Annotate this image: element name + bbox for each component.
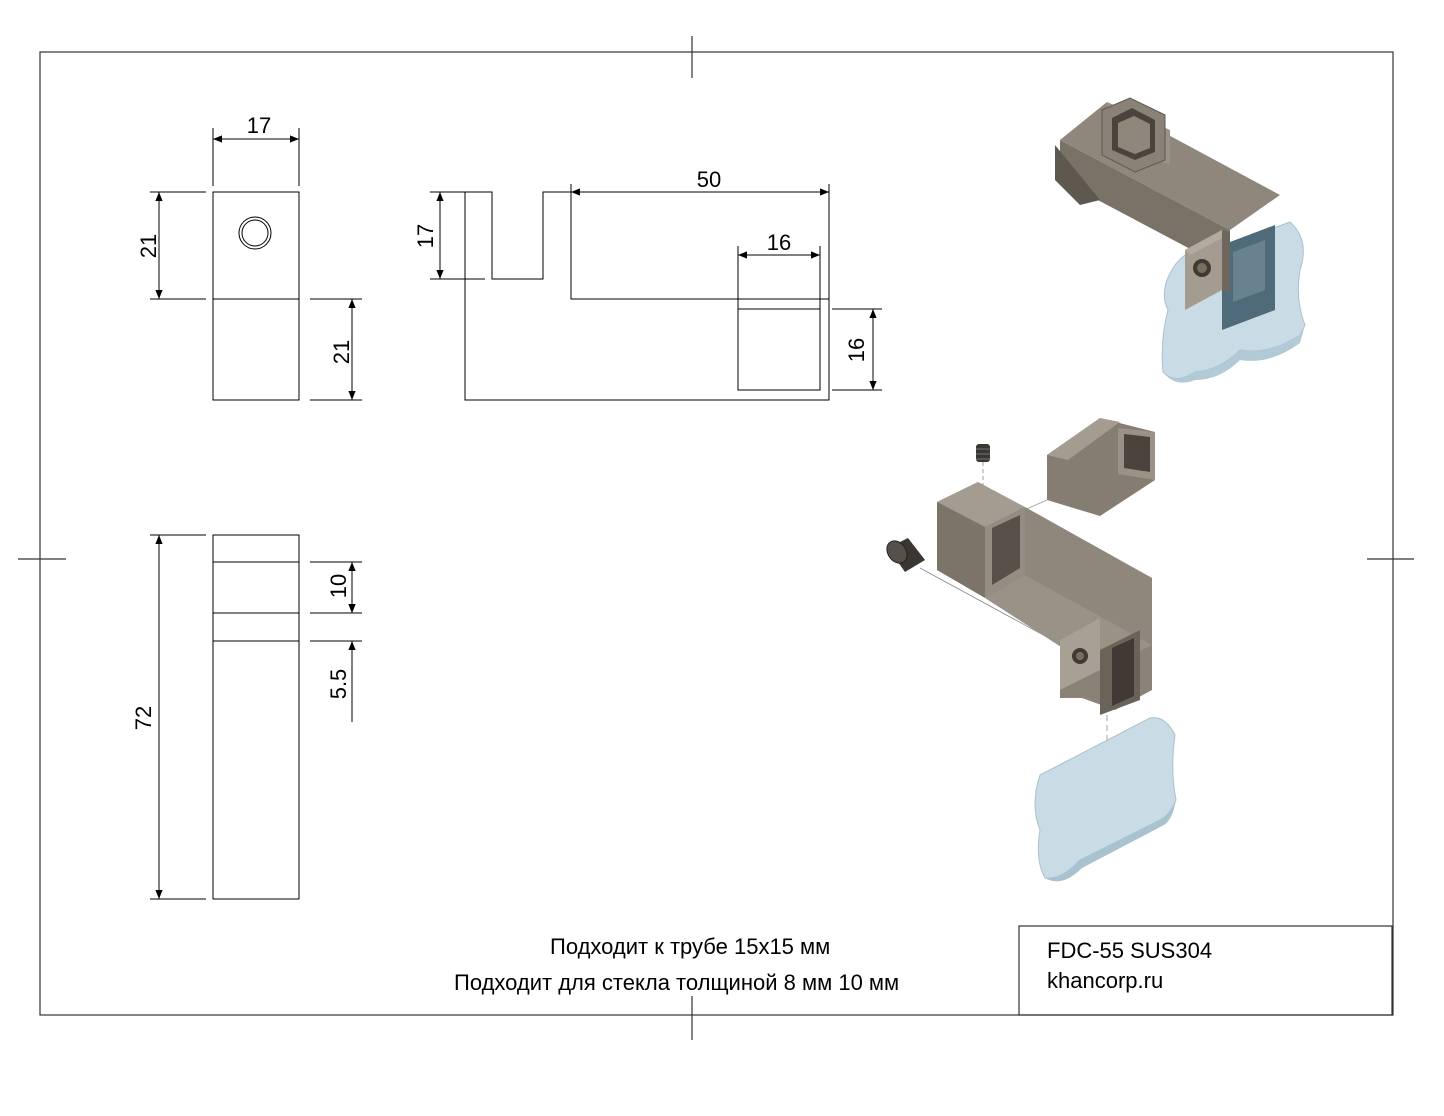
note-glass: Подходит для стекла толщиной 8 мм 10 мм <box>454 970 900 995</box>
assembled-render <box>1055 97 1306 383</box>
note-tube: Подходит к трубе 15х15 мм <box>550 934 831 959</box>
dim-bottom-gap: 5.5 <box>326 669 351 700</box>
site-name: khancorp.ru <box>1047 968 1164 993</box>
dim-front-length: 50 <box>697 167 721 192</box>
tube-piece <box>989 418 1155 526</box>
dim-bottom-total: 72 <box>131 706 156 730</box>
bottom-view <box>150 534 362 900</box>
dim-tube-height: 16 <box>844 338 869 362</box>
dim-front-height: 17 <box>413 224 438 248</box>
dim-side-height: 21 <box>329 340 354 364</box>
sheet-frame <box>18 36 1414 1040</box>
front-view <box>430 184 882 401</box>
top-view <box>150 128 362 401</box>
dim-top-width: 17 <box>247 113 271 138</box>
dim-tube-width: 16 <box>767 230 791 255</box>
dim-bottom-slot: 10 <box>326 574 351 598</box>
dim-top-height: 21 <box>136 234 161 258</box>
exploded-render <box>886 418 1177 882</box>
part-number: FDC-55 SUS304 <box>1047 938 1213 963</box>
title-block <box>1018 925 1393 1016</box>
